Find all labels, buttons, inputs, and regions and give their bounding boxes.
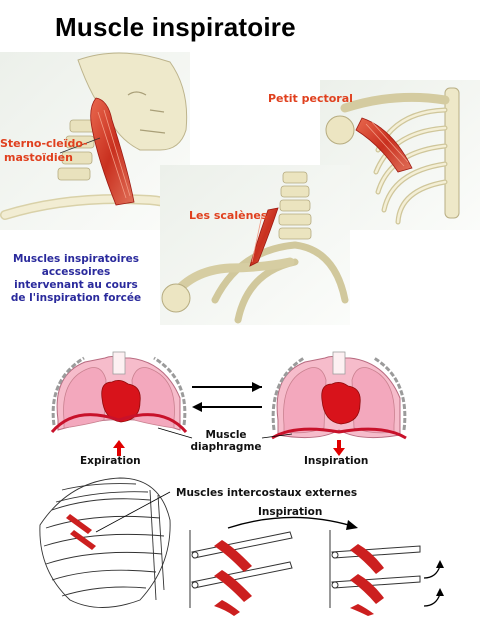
shoulder-ribcage-illustration xyxy=(320,80,480,230)
intercostal-detail-contracted xyxy=(329,530,444,616)
label-accessory-1: Muscles inspiratoires xyxy=(13,253,139,265)
intercostal-detail-relaxed xyxy=(189,530,293,616)
arrow-up-icon xyxy=(113,440,125,456)
label-accessory-3: intervenant au cours xyxy=(14,279,138,291)
label-diaphragm: diaphragme xyxy=(190,441,261,453)
arrow-right-icon xyxy=(252,382,262,392)
label-external-intercostals: Muscles intercostaux externes xyxy=(176,487,357,499)
label-pectoralis-minor: Petit pectoral xyxy=(268,92,353,105)
skull-neck-illustration xyxy=(0,52,190,230)
label-inspiration: Inspiration xyxy=(304,455,368,467)
label-accessory-4: de l'inspiration forcée xyxy=(11,292,141,304)
label-inspiration-intercostal: Inspiration xyxy=(258,506,322,518)
page-title: Muscle inspiratoire xyxy=(55,12,296,42)
curved-arrow-up-icon xyxy=(436,588,444,596)
curved-arrow-up-icon xyxy=(436,560,444,568)
label-sternocleidomastoid-2: mastoïdien xyxy=(4,151,73,164)
label-scalenes: Les scalènes xyxy=(189,209,268,222)
accessory-muscles-panel: Sterno-cleïdo- mastoïdien Petit pectoral… xyxy=(0,52,480,325)
label-muscle: Muscle xyxy=(205,429,246,441)
scalene-muscle xyxy=(249,207,279,267)
pectoralis-minor-muscle xyxy=(355,117,413,173)
intercostal-panel: Muscles intercostaux externes Inspiratio… xyxy=(39,477,444,616)
intercostal-muscle-small xyxy=(66,514,96,550)
arc-arrow-icon xyxy=(346,520,358,530)
scalenes-illustration xyxy=(160,165,350,325)
thorax-expiration xyxy=(50,351,188,456)
label-accessory-2: accessoires xyxy=(42,266,111,278)
diaphragm-relaxed xyxy=(50,413,188,433)
sternocleidomastoid-muscle xyxy=(90,97,135,206)
ribcage-line-drawing xyxy=(39,477,171,608)
label-expiration: Expiration xyxy=(80,455,141,467)
arrow-left-icon xyxy=(192,402,202,412)
diaphragm-contracted xyxy=(271,427,407,440)
cycle-arrows xyxy=(192,382,262,412)
arrow-down-icon xyxy=(333,440,345,456)
thorax-inspiration xyxy=(271,351,407,456)
label-sternocleidomastoid-1: Sterno-cleïdo- xyxy=(0,137,88,150)
diaphragm-panel: Expiration Inspiration Muscle diaphragme xyxy=(50,351,407,467)
